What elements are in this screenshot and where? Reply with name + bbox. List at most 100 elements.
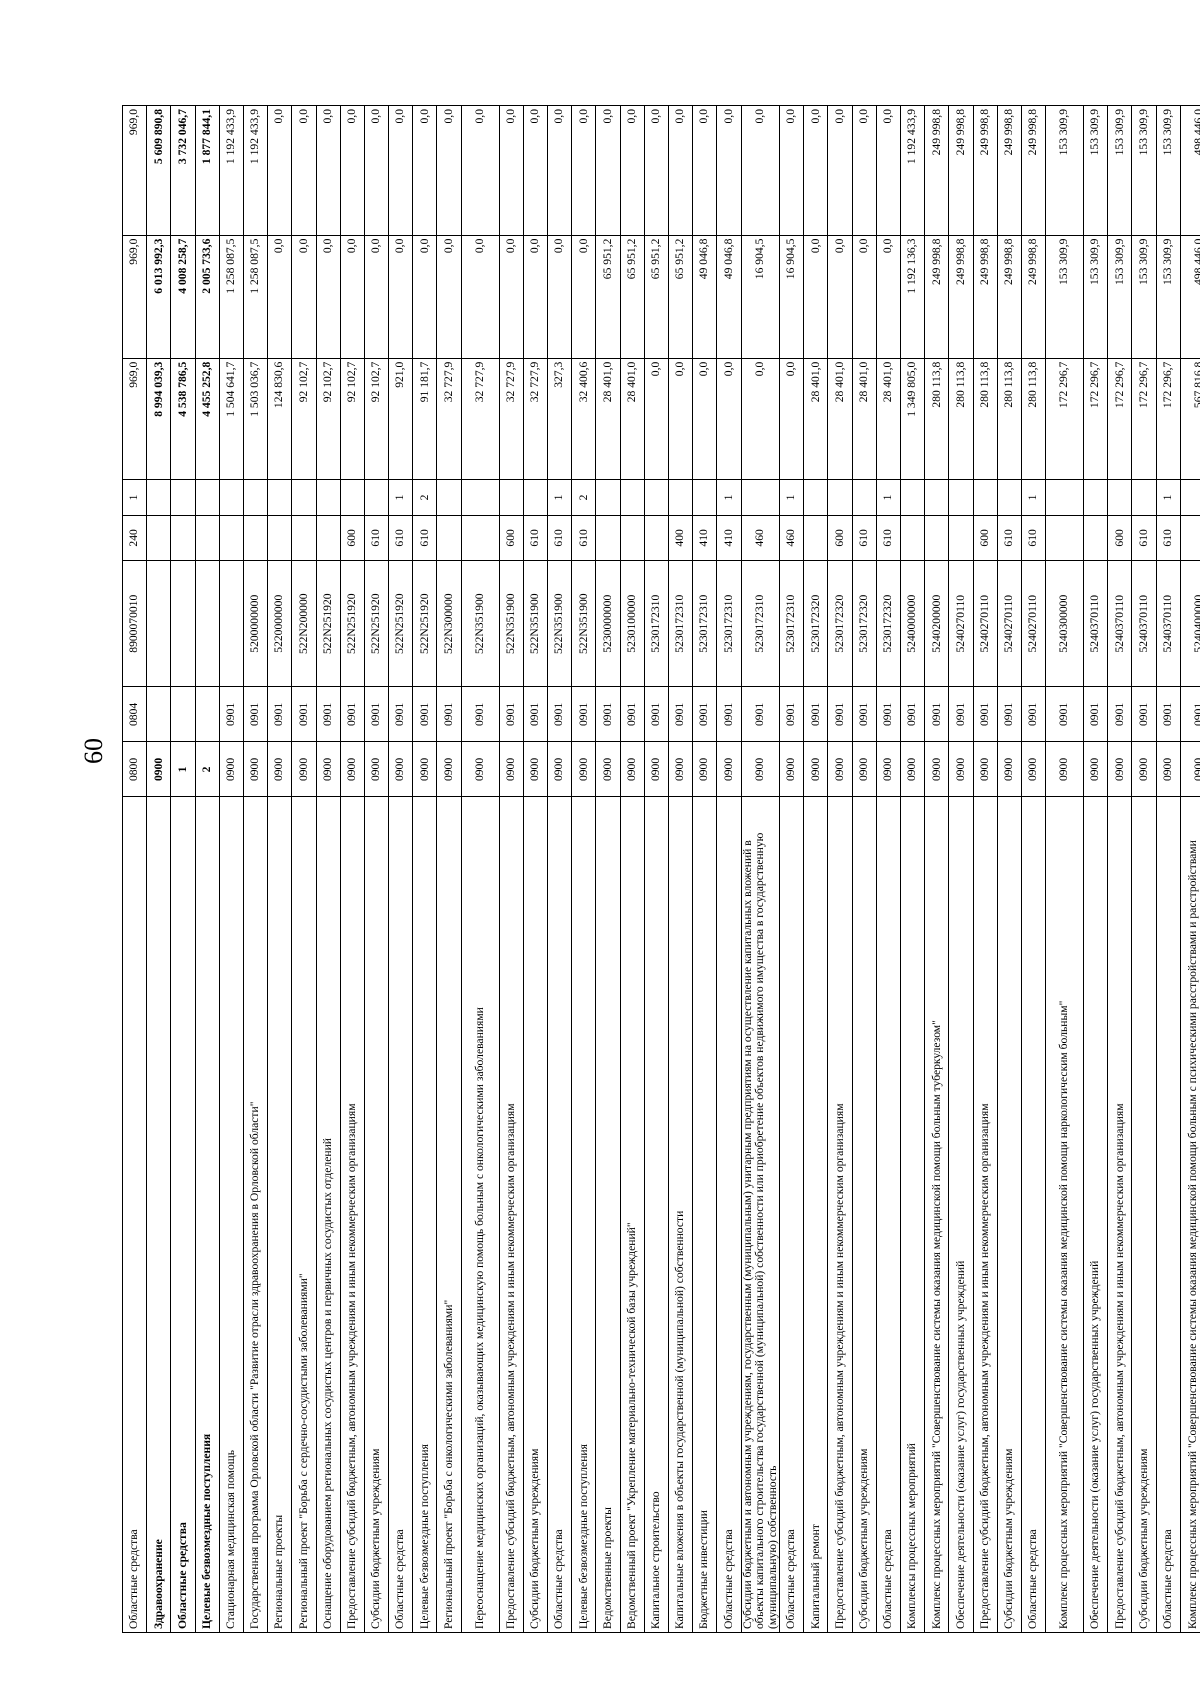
row-source-code [900,479,925,516]
row-name: Обеспечение деятельности (оказание услуг… [948,796,974,1633]
row-expense-type [948,515,974,561]
row-value-year3: 498 446,0 [1180,105,1200,236]
row-target-article: 5230172320 [827,560,853,687]
row-subsection-code: 0901 [1021,686,1046,742]
row-name: Субсидии бюджетным учреждениям [852,796,877,1633]
row-subsection-code: 0901 [973,686,998,742]
row-source-code [827,479,853,516]
row-section-code: 0900 [219,741,244,797]
row-subsection-code [170,686,196,742]
row-value-year2: 153 309,9 [1131,235,1157,359]
row-section-code: 0900 [692,741,717,797]
row-expense-type: 610 [1131,515,1157,561]
row-value-year1: 280 113,8 [1021,358,1046,480]
row-name: Целевые безвозмездные поступления [571,796,596,1633]
row-expense-type: 610 [388,515,413,561]
row-value-year2: 4 008 258,7 [170,235,196,359]
row-source-code [595,479,621,516]
row-value-year2: 0,0 [803,235,828,359]
row-value-year1: 28 401,0 [595,358,621,480]
row-subsection-code: 0901 [1131,686,1157,742]
row-name: Субсидии бюджетным учреждениям [523,796,548,1633]
row-subsection-code: 0901 [924,686,949,742]
row-expense-type [170,515,196,561]
row-value-year3: 0,0 [316,105,341,236]
row-value-year1: 172 296,7 [1107,358,1132,480]
row-name: Ведомственный проект "Укрепление материа… [620,796,645,1633]
row-name: Областные средства [1021,796,1046,1633]
row-name: Субсидии бюджетным учреждениям [997,796,1022,1633]
row-value-year3: 0,0 [644,105,669,236]
row-value-year2: 153 309,9 [1107,235,1132,359]
row-section-code: 0900 [243,741,268,797]
row-value-year2: 16 904,5 [779,235,804,359]
row-subsection-code: 0901 [1107,686,1132,742]
row-name: Комплекс процессных мероприятий "Соверше… [924,796,949,1633]
row-source-code [741,479,780,516]
row-value-year3: 249 998,8 [997,105,1022,236]
row-source-code [523,479,548,516]
row-target-article: 5230172320 [852,560,877,687]
row-value-year3: 0,0 [388,105,413,236]
row-subsection-code: 0901 [523,686,548,742]
row-name: Комплекс процессных мероприятий "Соверше… [1045,796,1084,1633]
row-subsection-code: 0901 [461,686,500,742]
row-value-year1: 32 400,6 [571,358,596,480]
row-source-code: 1 [876,479,901,516]
row-source-code: 2 [571,479,596,516]
table-row: Предоставление субсидий бюджетным, автон… [1107,105,1132,1633]
row-value-year1: 32 727,9 [461,358,500,480]
row-value-year1: 280 113,8 [997,358,1022,480]
row-target-article: 522N251920 [412,560,437,687]
row-section-code: 0900 [547,741,572,797]
row-value-year1: 0,0 [716,358,741,480]
row-value-year2: 498 446,0 [1180,235,1200,359]
row-value-year1: 32 727,9 [436,358,462,480]
row-value-year1: 0,0 [644,358,669,480]
row-section-code: 2 [195,741,220,797]
row-value-year3: 3 732 046,7 [170,105,196,236]
row-source-code [692,479,717,516]
table-row: Комплекс процессных мероприятий "Соверше… [924,105,949,1633]
row-name: Субсидии бюджетным учреждениям [1131,796,1157,1633]
row-value-year3: 0,0 [291,105,316,236]
row-expense-type [291,515,316,561]
row-target-article: 5230172320 [803,560,828,687]
row-expense-type: 600 [973,515,998,561]
row-subsection-code: 0901 [316,686,341,742]
row-subsection-code: 0901 [668,686,693,742]
row-value-year2: 6 013 992,3 [146,235,171,359]
row-target-article: 5240000000 [900,560,925,687]
table-row: Капитальные вложения в объекты государст… [668,105,693,1633]
row-expense-type [461,515,500,561]
row-expense-type [146,515,171,561]
row-target-article: 5240370110 [1131,560,1157,687]
row-value-year3: 0,0 [461,105,500,236]
row-subsection-code: 0901 [364,686,389,742]
row-value-year2: 65 951,2 [644,235,669,359]
row-value-year1: 280 113,8 [924,358,949,480]
row-section-code: 0900 [571,741,596,797]
row-subsection-code: 0901 [716,686,741,742]
row-expense-type: 610 [547,515,572,561]
row-value-year2: 65 951,2 [668,235,693,359]
row-name: Областные средства [388,796,413,1633]
row-value-year3: 0,0 [547,105,572,236]
row-value-year3: 0,0 [267,105,292,236]
row-value-year1: 28 401,0 [803,358,828,480]
row-expense-type [644,515,669,561]
row-section-code: 0900 [523,741,548,797]
row-subsection-code: 0901 [436,686,462,742]
row-section-code: 0900 [412,741,437,797]
row-target-article: 5230172310 [692,560,717,687]
row-subsection-code: 0901 [900,686,925,742]
row-section-code: 0900 [741,741,780,797]
row-value-year3: 153 309,9 [1083,105,1108,236]
table-row: Предоставление субсидий бюджетным, автон… [340,105,365,1633]
row-value-year2: 49 046,8 [716,235,741,359]
